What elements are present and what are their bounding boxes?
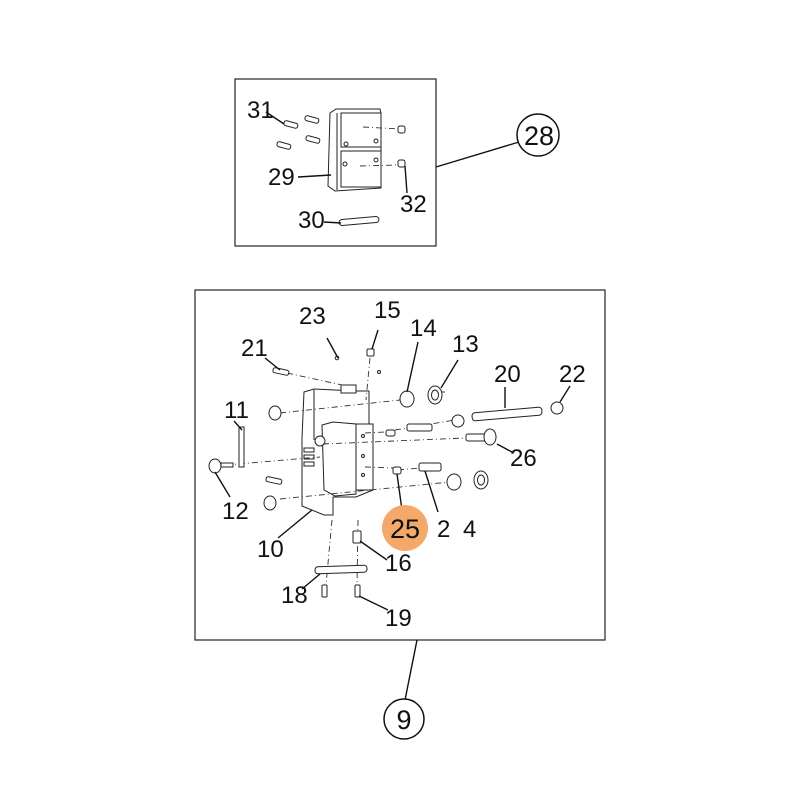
- label-13[interactable]: 13: [452, 331, 479, 358]
- assembly-9-label: 9: [396, 705, 411, 735]
- label-15[interactable]: 15: [374, 297, 401, 324]
- part-20-shaft[interactable]: [471, 406, 543, 422]
- assembly-9-leader: [404, 639, 418, 701]
- part-screw-left[interactable]: [265, 476, 283, 485]
- label-23[interactable]: 23: [299, 303, 326, 330]
- part-22-nut[interactable]: [550, 401, 564, 415]
- leader-26: [496, 443, 513, 453]
- part-25-highlight[interactable]: [382, 505, 428, 551]
- part-nut-left-upper[interactable]: [268, 405, 282, 421]
- part-21-screw[interactable]: [272, 367, 290, 376]
- label-11[interactable]: 11: [224, 397, 249, 424]
- label-12[interactable]: 12: [222, 498, 249, 525]
- part-cone-lower[interactable]: [446, 473, 462, 491]
- label-31[interactable]: 31: [247, 97, 274, 124]
- label-29[interactable]: 29: [268, 164, 295, 191]
- part-18-plate[interactable]: [314, 564, 368, 575]
- part-10-housing[interactable]: [301, 384, 374, 516]
- assembly-9-frame: [194, 289, 606, 641]
- leader-19: [358, 595, 389, 611]
- part-26-head[interactable]: [483, 428, 497, 446]
- part-25-nut[interactable]: [392, 466, 402, 475]
- assembly-9-callout[interactable]: [383, 698, 425, 740]
- part-screw-18[interactable]: [321, 584, 328, 598]
- part-gear[interactable]: [451, 414, 465, 428]
- leader-29: [297, 174, 332, 178]
- part-31-screws[interactable]: [276, 115, 321, 150]
- part-shaft-short[interactable]: [406, 423, 433, 432]
- part-16-spacer[interactable]: [352, 530, 362, 544]
- leader-18: [301, 573, 321, 590]
- label-19[interactable]: 19: [385, 605, 412, 632]
- part-29-block[interactable]: [327, 108, 382, 192]
- leader-10: [277, 509, 313, 539]
- leader-14: [406, 341, 419, 393]
- part-12-knob[interactable]: [208, 458, 222, 474]
- assembly-28-leader: [435, 141, 520, 168]
- label-18[interactable]: 18: [281, 582, 308, 609]
- part-15-nut[interactable]: [366, 348, 375, 357]
- part-14-cone[interactable]: [399, 390, 415, 408]
- label-14[interactable]: 14: [410, 315, 437, 342]
- leader-12: [214, 471, 231, 498]
- label-25[interactable]: 25: [390, 514, 420, 544]
- label-30[interactable]: 30: [298, 207, 325, 234]
- part-small-nut[interactable]: [385, 429, 396, 437]
- assembly-28-label: 28: [524, 121, 554, 151]
- part-32-nuts[interactable]: [397, 125, 406, 168]
- leader-13: [440, 359, 459, 389]
- label-16[interactable]: 16: [385, 550, 412, 577]
- part-24-pin[interactable]: [418, 462, 442, 472]
- label-20[interactable]: 20: [494, 361, 521, 388]
- assembly-28-callout[interactable]: [516, 113, 560, 157]
- label-21[interactable]: 21: [241, 335, 268, 362]
- leader-23: [326, 337, 339, 359]
- part-26-pin[interactable]: [465, 433, 487, 442]
- leader-31: [265, 111, 285, 125]
- leader-11: [233, 420, 243, 431]
- leader-32: [404, 165, 408, 194]
- label-26[interactable]: 26: [510, 445, 537, 472]
- part-nut-left-lower[interactable]: [263, 495, 277, 511]
- leader-25: [396, 473, 403, 511]
- label-24[interactable]: 2 4: [437, 516, 479, 543]
- leader-16: [359, 540, 388, 561]
- part-30-pin[interactable]: [338, 216, 380, 226]
- leader-15: [371, 329, 379, 350]
- part-11-plate[interactable]: [238, 426, 245, 468]
- leader-30: [323, 221, 342, 224]
- label-10[interactable]: 10: [257, 536, 284, 563]
- label-32[interactable]: 32: [400, 191, 427, 218]
- leader-21: [264, 357, 281, 371]
- label-22[interactable]: 22: [559, 361, 586, 388]
- assembly-28-frame: [234, 78, 437, 247]
- part-19-screw[interactable]: [354, 584, 361, 598]
- leader-22: [559, 385, 571, 403]
- leader-24: [424, 470, 439, 513]
